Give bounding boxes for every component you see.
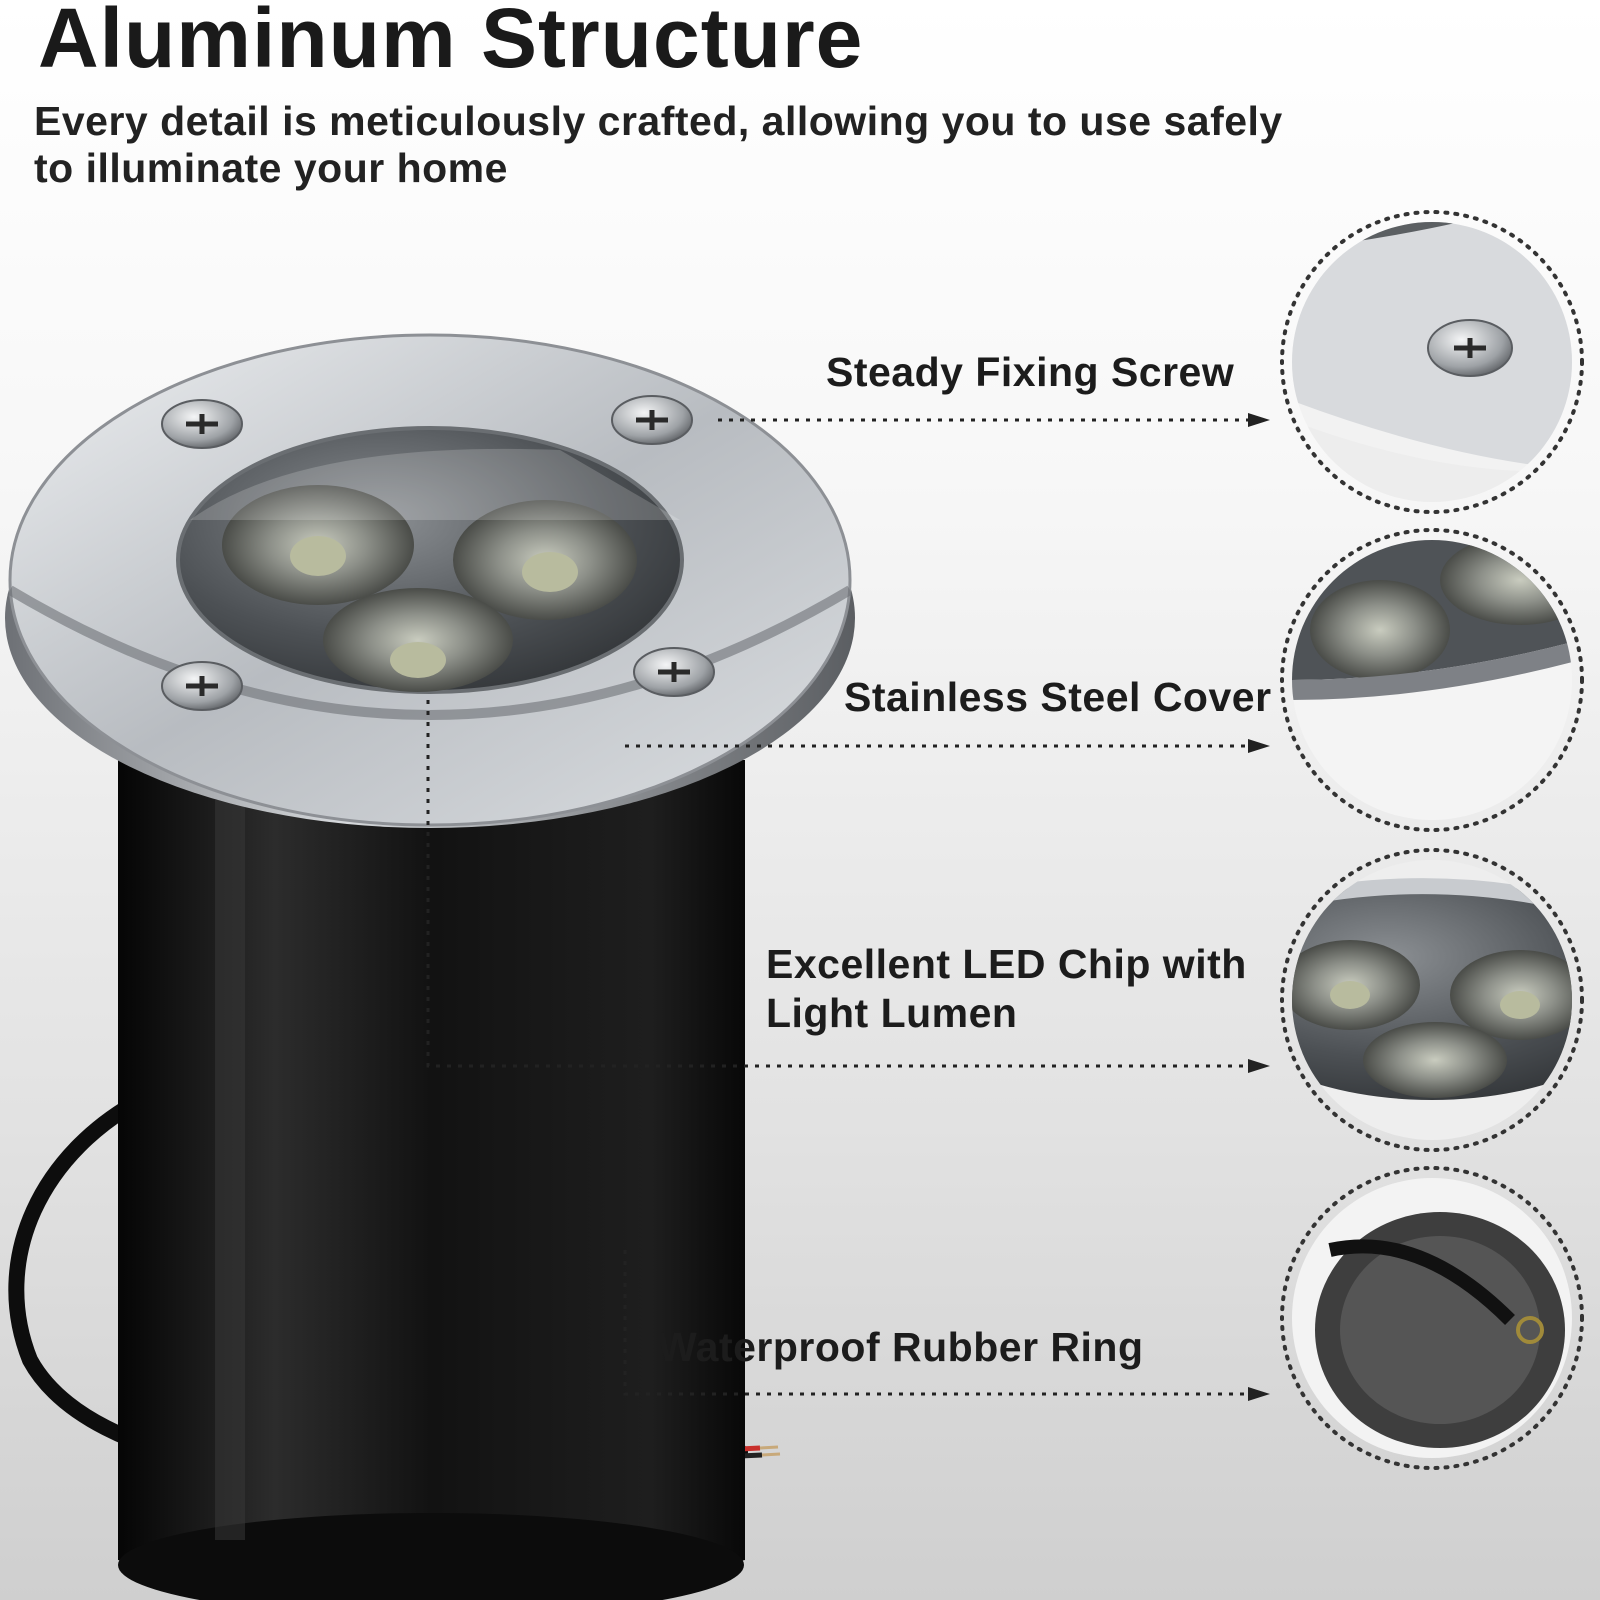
page-subtitle: Every detail is meticulously crafted, al… <box>34 98 1283 191</box>
callout-label-ring: Waterproof Rubber Ring <box>658 1324 1144 1370</box>
screw-top-right <box>611 395 693 445</box>
screw-bottom-right <box>633 647 715 697</box>
page-title: Aluminum Structure <box>38 0 864 85</box>
fixing-screws <box>161 395 715 711</box>
callout-label-led-line2: Light Lumen <box>766 990 1018 1036</box>
callout-arrows <box>1248 413 1270 1401</box>
screw-bottom-left <box>161 661 243 711</box>
detail-circle-led <box>1280 848 1584 1152</box>
detail-circle-cover <box>1280 528 1584 832</box>
detail-circle-rubber-ring <box>1280 1166 1584 1470</box>
callout-label-led-line1: Excellent LED Chip with <box>766 941 1247 987</box>
callout-line-ring <box>623 1250 1262 1396</box>
screw-top-left <box>161 399 243 449</box>
led-chip-3 <box>323 588 513 692</box>
callout-lines <box>426 418 1262 1396</box>
callout-label-screw: Steady Fixing Screw <box>826 349 1235 395</box>
callout-label-cover: Stainless Steel Cover <box>844 674 1272 720</box>
led-lens <box>176 426 684 694</box>
lamp-body <box>118 760 745 1600</box>
callout-line-led <box>426 700 1262 1068</box>
detail-circle-screw <box>1280 210 1584 514</box>
